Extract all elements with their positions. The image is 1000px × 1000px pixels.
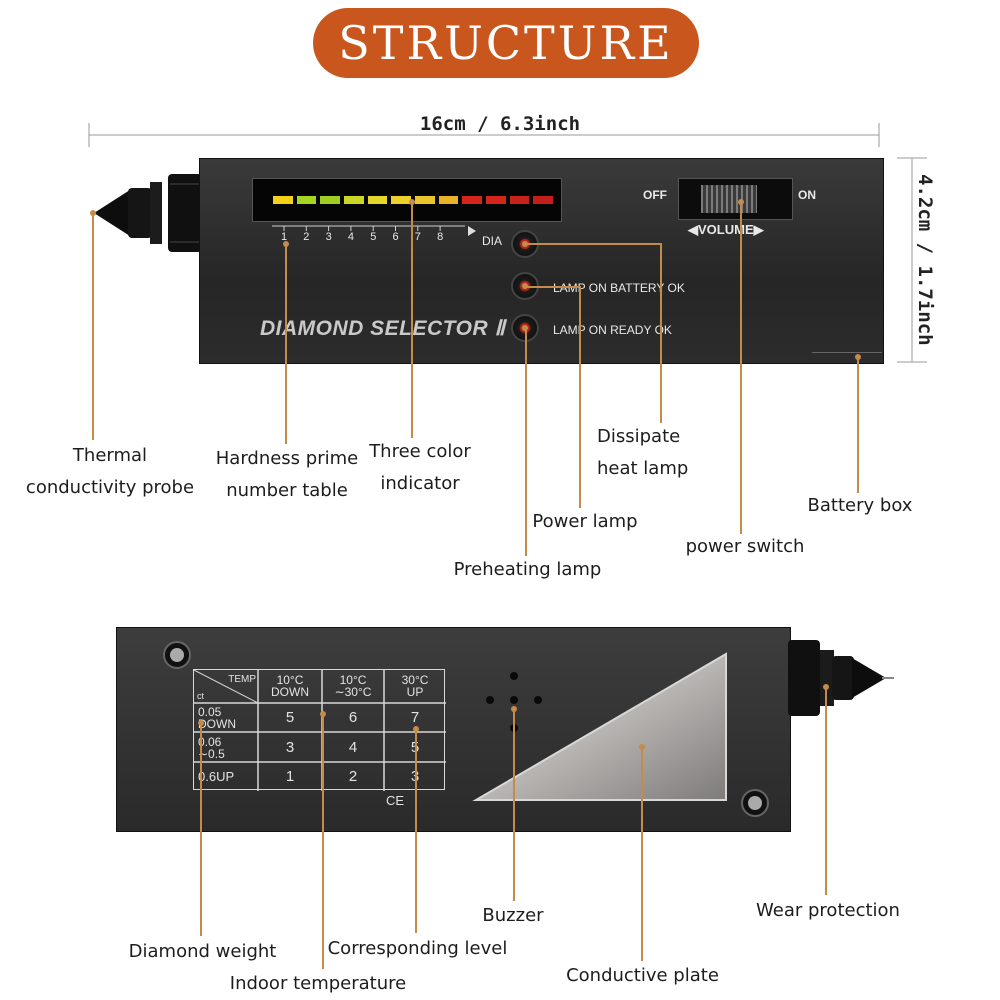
row-label-line: DOWN [198,717,236,731]
volume-label: ◀VOLUME▶ [688,222,764,237]
corner-ct: ct [197,691,205,701]
table-cell: 7 [410,709,420,726]
front-probe [94,174,202,252]
label-line: conductivity probe [25,477,195,498]
led-segment [273,196,293,204]
table-grid [194,670,446,791]
led-segment [296,196,317,204]
led-segment [438,196,459,204]
switch-off-label: OFF [643,188,667,202]
scale-numbers: 1 2 3 4 5 6 7 8 [281,231,483,245]
led-segment [344,196,364,204]
led-segment [486,196,506,204]
height-dimension-label: 4.2cm / 1.7inch [914,174,936,346]
row-label-3: 0.6UP [198,769,235,784]
led-segment [415,196,435,204]
dia-label: DIA [482,234,503,248]
lamp-ready-label: LAMP ON READY OK [553,323,672,337]
label-thermal-probe: Thermal conductivity probe [20,440,200,504]
label-line: Dissipate [597,426,681,447]
scale-number: 3 [325,231,332,243]
scale-number: 4 [347,231,355,243]
screw-icon [741,789,769,817]
brand-name: DIAMOND SELECTOR Ⅱ [260,317,506,340]
volume-wheel[interactable] [701,185,757,213]
scale-number: 1 [281,231,288,243]
label-dissipate: Dissipate heat lamp [597,421,727,485]
led-segment [509,196,530,204]
label-preheating-lamp: Preheating lamp [453,559,602,580]
screw-icon [163,641,191,669]
title-text: STRUCTURE [338,16,674,70]
header-line: 10°C [276,673,304,687]
col-header-3: 30°C UP [384,674,446,698]
title-banner: STRUCTURE [313,8,699,78]
ce-mark: CE [386,793,405,808]
scale-number: 2 [303,231,310,243]
label-corresponding-level: Corresponding level [327,938,508,959]
led-segment [462,196,483,204]
label-hardness-table: Hardness prime number table [202,443,372,507]
label-line: number table [226,480,348,501]
header-line: UP [406,685,424,699]
power-switch[interactable] [678,178,793,220]
led-segment [533,196,554,204]
table-cell: 6 [348,709,358,726]
row-label-2: 0.06 ∼0.5 [198,736,254,760]
table-cell: 1 [285,768,295,785]
hardness-scale [272,225,476,236]
led-indicator-window [252,178,562,222]
label-line: Three color [369,441,471,462]
width-dimension-label: 16cm / 6.3inch [419,113,581,135]
scale-number: 6 [392,231,399,243]
row-label-line: 0.05 [198,705,222,719]
label-buzzer: Buzzer [482,905,544,926]
scale-number: 7 [414,231,421,243]
label-battery-box: Battery box [807,495,913,516]
battery-box-edge [812,352,882,359]
label-line: Hardness prime [215,448,359,469]
table-cell: 5 [285,709,295,726]
led-segment [367,196,388,204]
header-line: DOWN [271,685,309,699]
header-line: 30°C [401,673,429,687]
col-header-2: 10°C ∼30°C [322,674,384,698]
label-power-lamp: Power lamp [532,511,638,532]
scale-number: 5 [370,231,377,243]
label-power-switch: power switch [685,536,805,557]
row-label-line: ∼0.5 [198,747,225,761]
temperature-table: TEMP ct 10°C DOWN 10°C ∼30°C 30°C UP 0.0… [193,669,446,791]
led-segment [320,196,341,204]
label-line: Thermal [72,445,148,466]
header-line: ∼30°C [334,685,372,699]
label-diamond-weight: Diamond weight [128,941,277,962]
label-conductive-plate: Conductive plate [566,965,719,986]
table-cell: 3 [285,739,295,756]
col-header-1: 10°C DOWN [258,674,322,698]
table-cell: 2 [348,768,358,785]
label-wear-protection: Wear protection [756,900,900,921]
label-three-color: Three color indicator [350,436,490,500]
row-label-1: 0.05 DOWN [198,706,254,730]
label-indoor-temperature: Indoor temperature [229,973,407,994]
back-probe [788,640,894,716]
buzzer-holes [486,672,542,732]
row-label-line: 0.06 [198,735,222,749]
label-line: heat lamp [597,458,689,479]
led-segment [391,196,412,204]
corner-temp: TEMP [228,674,256,685]
switch-on-label: ON [798,188,816,202]
scale-number: 8 [437,231,444,243]
label-line: indicator [380,473,460,494]
header-line: 10°C [339,673,367,687]
lamp-battery-label: LAMP ON BATTERY OK [553,281,685,295]
conductive-plate [472,652,727,801]
table-cell: 4 [348,739,358,756]
